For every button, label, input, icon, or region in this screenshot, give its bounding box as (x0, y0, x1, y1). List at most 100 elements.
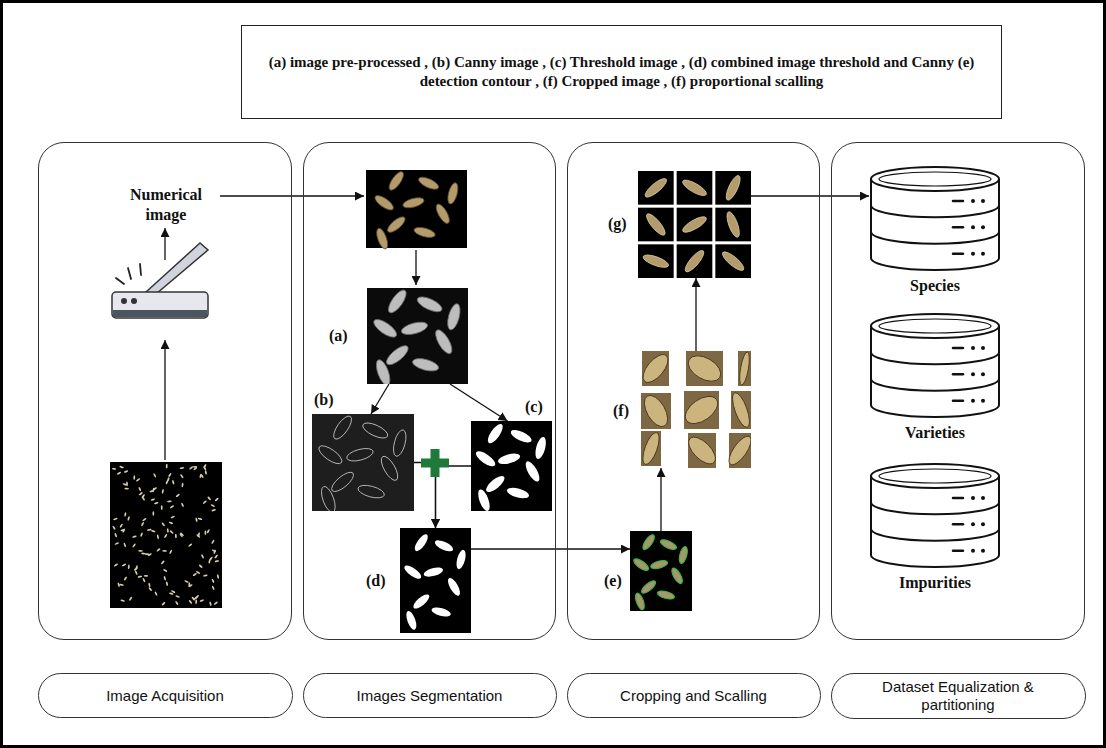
seed-dot (122, 528, 125, 533)
scanner-strip (113, 310, 207, 317)
stage-label: Dataset Equalization & partitioning (831, 673, 1086, 719)
grain (684, 433, 720, 468)
database-dot (981, 549, 985, 553)
database-icon (869, 313, 1001, 418)
seed-dot (114, 542, 119, 545)
seed-dot (161, 489, 164, 494)
grain (385, 214, 407, 235)
cropped-image (684, 433, 720, 468)
grain (455, 549, 468, 570)
seed-dot (198, 532, 201, 537)
grain (644, 211, 668, 237)
seed-dot (124, 512, 127, 517)
seed-dot (114, 563, 119, 567)
seed-dot (189, 466, 194, 470)
seed-dot (122, 563, 127, 567)
flow-arrow (751, 195, 869, 196)
database-dot (981, 346, 985, 350)
seed-dot (167, 500, 172, 502)
database-dot (971, 225, 975, 229)
seed-dot (172, 480, 175, 485)
database-top-inner (879, 469, 991, 483)
flow-arrow (415, 250, 416, 285)
grain (411, 356, 440, 373)
database-dot (981, 496, 985, 500)
grain (434, 202, 452, 225)
seed-dot (149, 490, 154, 493)
database-dot (981, 199, 985, 203)
seed-dot (128, 564, 130, 569)
tile-ground (715, 171, 751, 205)
seed-dot (150, 498, 155, 501)
seed-dot (188, 584, 193, 588)
image-tile (715, 171, 751, 205)
seed-dot (211, 585, 214, 590)
image-ground (312, 414, 414, 511)
seed-dot (123, 542, 126, 547)
image-label: (d) (366, 573, 386, 589)
scanned-sheet (110, 462, 222, 608)
seed-dot (163, 576, 166, 581)
seed-dot (123, 576, 127, 581)
seed-dot (119, 583, 124, 586)
seed-dot (154, 502, 159, 505)
scan-spark (116, 278, 124, 284)
seed-dot (195, 517, 198, 522)
stage-label: Image Acquisition (38, 673, 293, 718)
image-label: (f) (613, 403, 629, 419)
node-image (630, 531, 692, 611)
grain (657, 589, 676, 600)
grain (474, 449, 498, 469)
stage-panel: Images Segmentation(a)(b)(c)(d) (303, 142, 556, 640)
seed-dot (175, 493, 180, 497)
plus-symbol (431, 449, 440, 477)
grain (433, 538, 454, 553)
scan-spark (128, 268, 131, 279)
database-dot (981, 399, 985, 403)
grain (374, 227, 390, 250)
cropped-image (738, 351, 751, 386)
cropped-image (641, 431, 662, 467)
node-image (638, 171, 751, 278)
seed-dot (211, 578, 215, 583)
tile-ground (638, 208, 674, 242)
grain (729, 391, 751, 429)
tile-ground (638, 244, 674, 278)
raw-image (366, 170, 467, 251)
grain (681, 214, 709, 235)
dataset-label: Species (869, 277, 1001, 295)
crop-ground (738, 351, 751, 386)
flow-arrow (660, 468, 661, 531)
grain (634, 592, 646, 611)
seed-dot (163, 568, 168, 572)
seed-dot (195, 599, 197, 604)
seed-dot (167, 528, 169, 533)
stage-panel: Dataset Equalization & partitioningSpeci… (831, 142, 1085, 640)
grain (402, 196, 425, 210)
seed-dot (114, 533, 117, 538)
grain (415, 294, 444, 315)
seed-dot (119, 465, 124, 468)
image-tile (638, 244, 674, 278)
node-image (367, 288, 468, 384)
grain (412, 532, 430, 553)
seed-dot (112, 468, 117, 470)
grain (724, 210, 741, 238)
database-band (871, 379, 999, 391)
grain (402, 563, 423, 581)
seed-dot (175, 534, 177, 539)
dataset-label: Varieties (869, 424, 1001, 442)
seed-dot (124, 470, 129, 473)
database-mark (953, 497, 963, 500)
grain (411, 592, 431, 611)
database-node: Impurities (869, 463, 1001, 568)
seed-dot (214, 554, 218, 559)
seed-dot (210, 504, 215, 508)
grain (316, 443, 344, 467)
seed-dot (134, 567, 139, 571)
seed-dot (192, 572, 197, 576)
grain (643, 176, 669, 200)
seed-dot (132, 535, 137, 538)
flow-arrow (471, 548, 630, 549)
